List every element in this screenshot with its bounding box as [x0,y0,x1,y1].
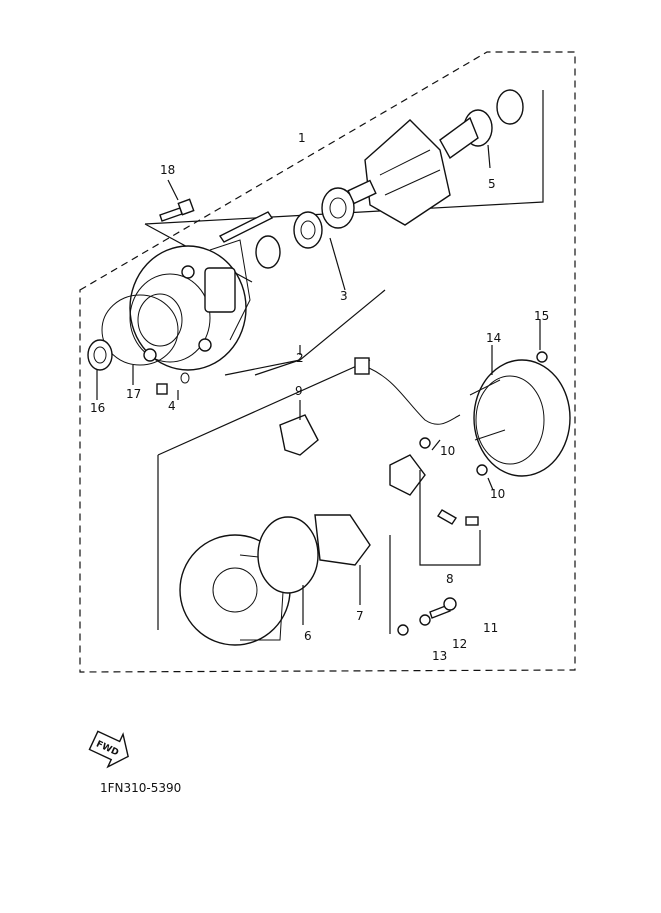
nut-15 [536,351,548,363]
spacer-ring [496,89,524,125]
part-label-3: 3 [340,289,348,303]
part-label-5: 5 [488,177,496,191]
leader-lines [96,144,541,625]
brush-holder [279,414,319,456]
part-label-7: 7 [356,609,364,623]
rectifier [389,437,488,496]
slip-ring [439,109,493,160]
fwd-arrow-icon: FWD [88,730,129,769]
front-housing [129,239,251,371]
brush-spring [437,509,479,526]
part-label-2: 2 [296,351,304,365]
part-label-9: 9 [295,384,303,398]
part-label-14: 14 [486,331,501,345]
part-label-4: 4 [168,399,176,413]
rotor [347,119,451,226]
part-label-17: 17 [126,387,141,401]
part-label-16: 16 [90,401,105,415]
rear-cover [469,359,571,477]
stator [257,516,319,594]
part-label-13: 13 [432,649,447,663]
lower-bracket [157,359,391,634]
washer-13 [397,624,409,636]
part-label-1: 1 [298,131,306,145]
stud-bolt [218,211,274,243]
part-label-18: 18 [160,163,175,177]
bolt-18 [159,198,195,222]
part-label-15: 15 [534,309,549,323]
drawing-code: 1FN310-5390 [100,781,181,795]
assembly-boundary [79,51,576,673]
part-label-10a: 10 [440,444,455,458]
part-label-8: 8 [446,572,454,586]
wire-connector [354,357,461,425]
part-label-10b: 10 [490,487,505,501]
oil-seal [87,339,113,371]
washer-12 [419,614,431,626]
part-label-11: 11 [483,621,498,635]
screw-11 [429,597,457,619]
diode-plate [314,514,371,566]
washer [255,235,281,269]
bolt-4 [156,372,190,395]
part-label-12: 12 [452,637,467,651]
part-labels: 1 2 3 4 5 6 7 8 9 10 10 11 12 13 14 15 1… [90,131,549,663]
bearing [293,211,323,249]
retainer-plate [321,187,355,229]
o-ring [101,294,179,366]
part-label-6: 6 [304,629,312,643]
